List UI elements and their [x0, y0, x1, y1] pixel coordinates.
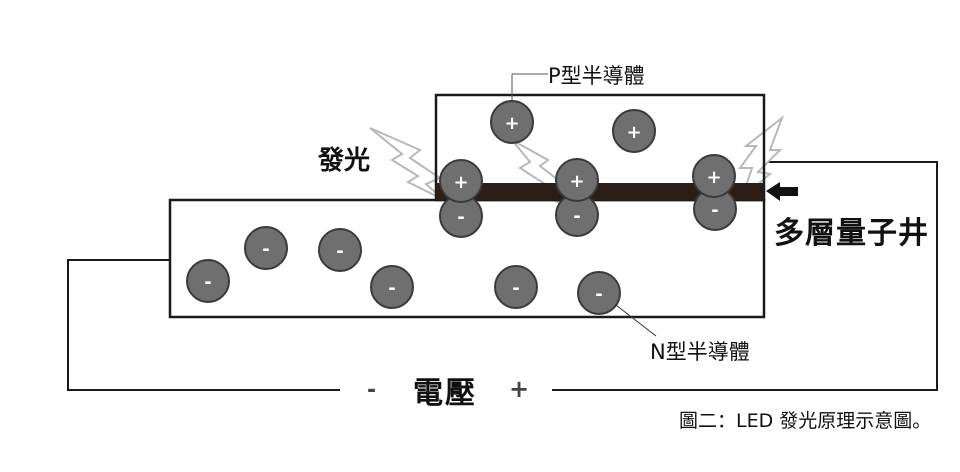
electron: -: [494, 265, 538, 309]
electron-symbol: -: [457, 207, 464, 228]
electron: -: [318, 228, 362, 272]
voltage-plus-terminal: +: [509, 375, 530, 403]
electron-symbol: -: [595, 284, 602, 305]
electron: -: [186, 259, 230, 303]
hole-symbol: +: [626, 122, 641, 143]
hole: +: [490, 100, 534, 144]
electron: -: [577, 271, 621, 315]
electron-symbol: -: [336, 241, 343, 262]
hole: +: [555, 158, 599, 202]
quantum-well-label: 多層量子井: [774, 216, 929, 251]
circuit-wire-right: [552, 161, 938, 391]
n-type-leader-line: [611, 301, 657, 337]
hole-symbol: +: [569, 171, 584, 192]
electron: -: [244, 226, 288, 270]
electron: -: [370, 265, 414, 309]
voltage-label: 電壓: [413, 376, 477, 411]
hole: +: [692, 154, 736, 198]
lightning-bolt-icon: [369, 127, 445, 201]
hole-symbol: +: [504, 113, 519, 134]
voltage-minus-terminal: -: [367, 378, 377, 403]
hole-symbol: +: [706, 167, 721, 188]
quantum-well-layer: [436, 183, 764, 200]
figure-caption: 圖二：LED 發光原理示意圖。: [679, 410, 932, 432]
hole: +: [612, 109, 656, 153]
electron-symbol: -: [512, 278, 519, 299]
electron-symbol: -: [204, 272, 211, 293]
circuit-wire: [67, 259, 340, 391]
electron-symbol: -: [711, 200, 718, 221]
emission-label: 發光: [318, 146, 371, 176]
left-arrow-icon: [766, 182, 798, 201]
hole: +: [439, 159, 483, 203]
electron-symbol: -: [573, 206, 580, 227]
n-type-label: N型半導體: [650, 340, 750, 364]
electron-symbol: -: [262, 239, 269, 260]
hole-symbol: +: [453, 172, 468, 193]
p-type-label: P型半導體: [548, 64, 645, 88]
electron-symbol: -: [388, 278, 395, 299]
